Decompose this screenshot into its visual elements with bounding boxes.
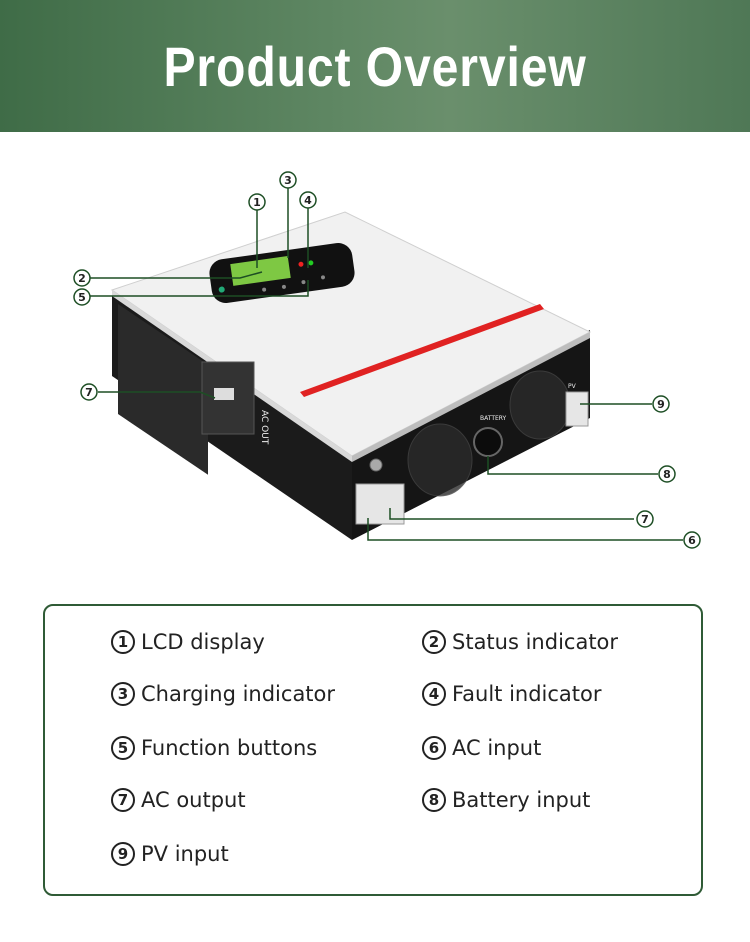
legend-number: 1 bbox=[111, 630, 135, 654]
fan-left bbox=[407, 423, 473, 497]
legend-item-fault-indicator: 4 Fault indicator bbox=[422, 682, 602, 706]
legend-number: 4 bbox=[422, 682, 446, 706]
charging-led bbox=[308, 260, 314, 266]
callout-6: 6 bbox=[688, 534, 696, 547]
legend-label: LCD display bbox=[141, 630, 265, 654]
legend-item-ac-input: 6 AC input bbox=[422, 736, 541, 760]
legend-label: AC output bbox=[141, 788, 246, 812]
callout-1: 1 bbox=[253, 196, 261, 209]
callout-8: 8 bbox=[663, 468, 671, 481]
legend-number: 3 bbox=[111, 682, 135, 706]
legend-box: 1 LCD display 2 Status indicator 3 Charg… bbox=[43, 604, 703, 896]
callout-9: 9 bbox=[657, 398, 665, 411]
ground-screw bbox=[369, 458, 383, 472]
inverter-cover-front bbox=[352, 332, 590, 462]
legend-label: AC input bbox=[452, 736, 542, 760]
pv-label: PV bbox=[568, 383, 577, 390]
callout-7-left: 7 bbox=[85, 386, 93, 399]
page-title: Product Overview bbox=[163, 34, 587, 98]
pv-terminals bbox=[565, 391, 589, 427]
button-3 bbox=[301, 280, 306, 285]
fault-led bbox=[298, 261, 304, 267]
fan-right bbox=[509, 370, 571, 440]
ac-out-label: AC OUT bbox=[259, 410, 269, 445]
legend-item-pv-input: 9 PV input bbox=[111, 842, 229, 866]
legend-number: 6 bbox=[422, 736, 446, 760]
callout-2: 2 bbox=[78, 272, 86, 285]
callout-3: 3 bbox=[284, 174, 292, 187]
legend-label: Fault indicator bbox=[452, 682, 602, 706]
ac-in-out-terminals bbox=[355, 483, 405, 525]
legend-item-status-indicator: 2 Status indicator bbox=[422, 630, 618, 654]
legend-item-ac-output: 7 AC output bbox=[111, 788, 246, 812]
header-banner: Product Overview bbox=[0, 0, 750, 132]
legend-label: Charging indicator bbox=[141, 682, 336, 706]
legend-item-lcd-display: 1 LCD display bbox=[111, 630, 265, 654]
side-vent bbox=[118, 304, 208, 475]
legend-label: Function buttons bbox=[141, 736, 318, 760]
lcd-panel bbox=[209, 243, 355, 303]
battery-port bbox=[473, 427, 503, 457]
legend-item-function-buttons: 5 Function buttons bbox=[111, 736, 317, 760]
battery-label: BATTERY bbox=[480, 415, 507, 422]
legend-number: 7 bbox=[111, 788, 135, 812]
callout-4: 4 bbox=[304, 194, 312, 207]
button-4 bbox=[321, 275, 326, 280]
button-2 bbox=[281, 284, 286, 289]
callout-5: 5 bbox=[78, 291, 86, 304]
legend-item-charging-indicator: 3 Charging indicator bbox=[111, 682, 335, 706]
button-1 bbox=[262, 287, 267, 292]
legend-number: 2 bbox=[422, 630, 446, 654]
callout-7-right: 7 bbox=[641, 513, 649, 526]
legend-number: 9 bbox=[111, 842, 135, 866]
inverter-illustration: AC OUT BATTERY PV 1 3 4 2 5 7 bbox=[73, 171, 701, 549]
legend-number: 5 bbox=[111, 736, 135, 760]
red-stripe bbox=[300, 304, 544, 397]
legend-label: PV input bbox=[141, 842, 229, 866]
callout-markers: 1 3 4 2 5 7 9 8 7 6 bbox=[73, 171, 701, 549]
legend-label: Status indicator bbox=[452, 630, 619, 654]
legend-number: 8 bbox=[422, 788, 446, 812]
leader-lines bbox=[90, 188, 683, 541]
lcd-screen bbox=[230, 256, 291, 286]
status-led bbox=[218, 286, 225, 293]
legend-label: Battery input bbox=[452, 788, 591, 812]
legend-item-battery-input: 8 Battery input bbox=[422, 788, 590, 812]
